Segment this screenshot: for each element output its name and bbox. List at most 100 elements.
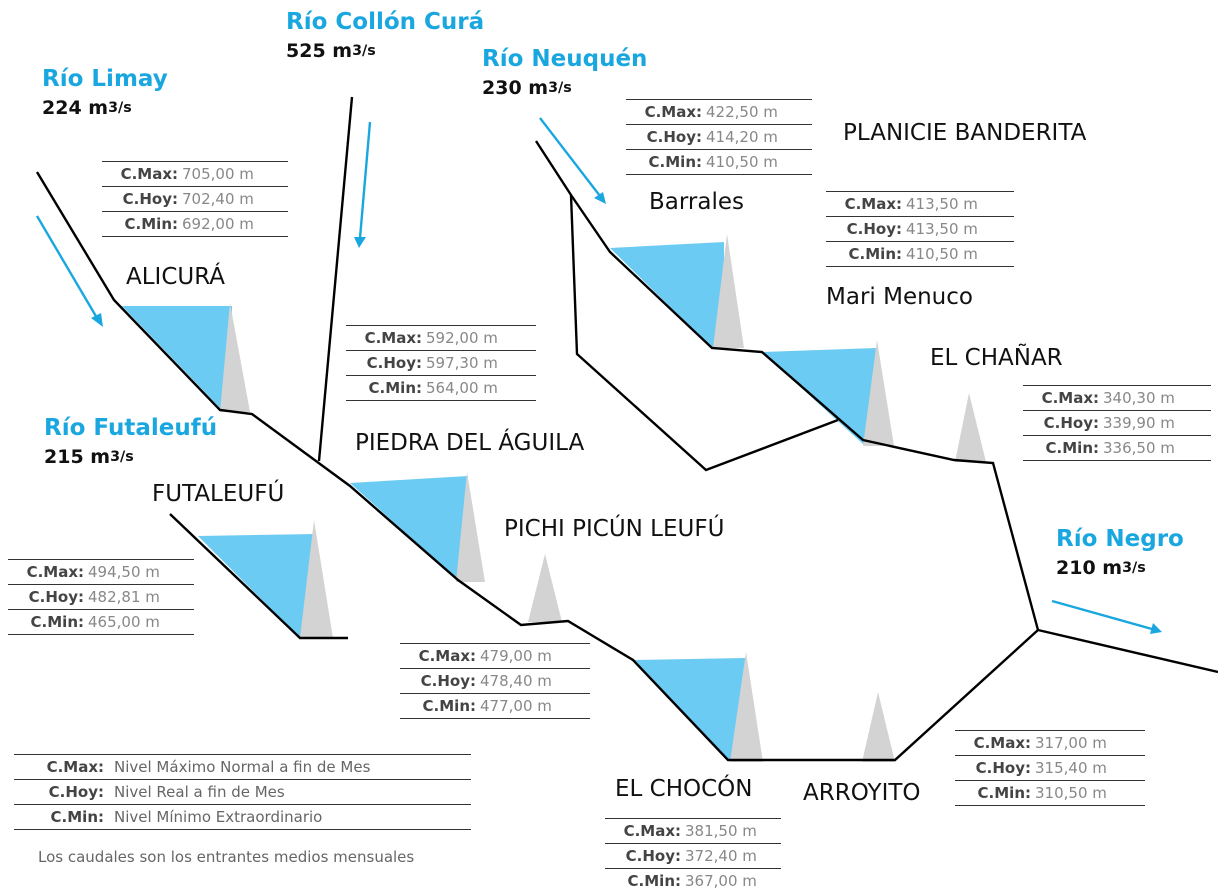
level-row-min: C.Min:410,50 m <box>826 242 1014 267</box>
level-value: 414,20 m <box>706 128 778 146</box>
barrales-reservoir <box>610 242 724 348</box>
level-row-hoy: C.Hoy:315,40 m <box>955 756 1145 781</box>
level-key: C.Min: <box>1045 439 1099 457</box>
level-key: C.Max: <box>623 822 681 840</box>
arroyito-level-table: C.Max:317,00 m C.Hoy:315,40 m C.Min:310,… <box>955 730 1145 806</box>
mari-menuco-dam-wall <box>863 340 894 446</box>
river-limay-label: Río Limay 224 m3/s <box>42 68 168 118</box>
river-lines <box>35 96 1218 762</box>
level-key: C.Hoy: <box>846 220 902 238</box>
alicura-reservoir <box>122 306 232 408</box>
level-key: C.Max: <box>418 647 476 665</box>
level-key: C.Max: <box>120 165 178 183</box>
level-row-max: C.Max:494,50 m <box>8 560 194 585</box>
mari-menuco-reservoir <box>762 348 876 444</box>
river-collon-cura-label: Río Collón Curá 525 m3/s <box>286 11 484 61</box>
level-key: C.Max: <box>844 195 902 213</box>
level-row-max: C.Max:705,00 m <box>102 162 288 187</box>
level-row-min: C.Min:367,00 m <box>605 869 781 893</box>
planicie-canal-line <box>569 194 839 472</box>
dam-mari-menuco-name: Mari Menuco <box>826 284 973 310</box>
level-row-hoy: C.Hoy:482,81 m <box>8 585 194 610</box>
level-value: 482,81 m <box>88 588 160 606</box>
pichi-dam-wall <box>528 554 562 622</box>
river-negro-flow: 210 m3/s <box>1056 557 1146 579</box>
dam-arroyito-name: ARROYITO <box>803 780 921 806</box>
level-key: C.Min: <box>124 215 178 233</box>
level-row-hoy: C.Hoy:414,20 m <box>626 125 812 150</box>
legend-key: C.Min: <box>50 808 104 826</box>
legend-desc: Nivel Mínimo Extraordinario <box>114 808 323 826</box>
river-limay-name: Río Limay <box>42 66 168 92</box>
legend-note: Los caudales son los entrantes medios me… <box>38 848 415 866</box>
level-key: C.Min: <box>30 613 84 631</box>
alicura-level-table: C.Max:705,00 m C.Hoy:702,40 m C.Min:692,… <box>102 161 288 237</box>
dam-planicie-name: PLANICIE BANDERITA <box>843 120 1087 146</box>
level-value: 478,40 m <box>480 672 552 690</box>
chocon-dam-wall <box>730 652 763 762</box>
level-key: C.Hoy: <box>625 847 681 865</box>
level-key: C.Min: <box>422 697 476 715</box>
legend-key: C.Max: <box>46 758 104 776</box>
river-neuquen-label: Río Neuquén 230 m3/s <box>482 48 647 98</box>
level-value: 315,40 m <box>1035 759 1107 777</box>
river-futaleufu-name: Río Futaleufú <box>44 415 218 441</box>
level-key: C.Min: <box>977 784 1031 802</box>
level-row-min: C.Min:564,00 m <box>346 376 536 401</box>
collon-cura-river-line <box>317 96 354 462</box>
dam-chanar-name: EL CHAÑAR <box>930 345 1063 371</box>
chocon-level-table: C.Max:381,50 m C.Hoy:372,40 m C.Min:367,… <box>605 818 781 893</box>
level-value: 592,00 m <box>426 329 498 347</box>
level-row-hoy: C.Hoy:478,40 m <box>400 669 590 694</box>
level-row-hoy: C.Hoy:339,90 m <box>1023 411 1211 436</box>
level-value: 336,50 m <box>1103 439 1175 457</box>
level-value: 340,30 m <box>1103 389 1175 407</box>
futaleufu-river-line <box>169 513 348 640</box>
dam-alicura-name: ALICURÁ <box>126 264 226 290</box>
neuquen-flow-arrow-icon <box>539 117 606 204</box>
piedra-reservoir <box>350 476 468 580</box>
level-key: C.Max: <box>26 563 84 581</box>
level-value: 702,40 m <box>182 190 254 208</box>
chocon-reservoir <box>633 658 745 760</box>
level-row-hoy: C.Hoy:702,40 m <box>102 187 288 212</box>
river-limay-flow: 224 m3/s <box>42 97 132 119</box>
level-key: C.Max: <box>973 734 1031 752</box>
level-row-min: C.Min:477,00 m <box>400 694 590 719</box>
negro-flow-arrow-icon <box>1051 599 1162 634</box>
level-value: 465,00 m <box>88 613 160 631</box>
dam-futaleufu-name: FUTALEUFÚ <box>152 481 285 507</box>
barrales-level-table: C.Max:422,50 m C.Hoy:414,20 m C.Min:410,… <box>626 99 812 175</box>
level-row-max: C.Max:340,30 m <box>1023 386 1211 411</box>
level-row-min: C.Min:465,00 m <box>8 610 194 635</box>
level-value: 564,00 m <box>426 379 498 397</box>
level-row-hoy: C.Hoy:413,50 m <box>826 217 1014 242</box>
level-row-min: C.Min:410,50 m <box>626 150 812 175</box>
level-value: 410,50 m <box>906 245 978 263</box>
river-negro-name: Río Negro <box>1056 526 1184 552</box>
legend-desc: Nivel Real a fin de Mes <box>114 783 285 801</box>
level-row-min: C.Min:336,50 m <box>1023 436 1211 461</box>
level-row-hoy: C.Hoy:372,40 m <box>605 844 781 869</box>
level-row-min: C.Min:692,00 m <box>102 212 288 237</box>
river-neuquen-name: Río Neuquén <box>482 46 648 72</box>
level-row-max: C.Max:413,50 m <box>826 192 1014 217</box>
piedra-level-table: C.Max:592,00 m C.Hoy:597,30 m C.Min:564,… <box>346 325 536 401</box>
legend-row-min: C.Min: Nivel Mínimo Extraordinario <box>14 805 471 830</box>
level-key: C.Min: <box>368 379 422 397</box>
river-futaleufu-flow: 215 m3/s <box>44 446 134 468</box>
limay-flow-arrow-icon <box>35 215 103 327</box>
dam-walls <box>220 234 986 762</box>
futaleufu-level-table: C.Max:494,50 m C.Hoy:482,81 m C.Min:465,… <box>8 559 194 635</box>
river-neuquen-flow: 230 m3/s <box>482 77 572 99</box>
level-value: 494,50 m <box>88 563 160 581</box>
legend: C.Max:Nivel Máximo Normal a fin de Mes C… <box>14 754 471 830</box>
river-collon-cura-name: Río Collón Curá <box>286 9 485 35</box>
level-value: 477,00 m <box>480 697 552 715</box>
level-value: 413,50 m <box>906 220 978 238</box>
alicura-dam-wall <box>220 303 250 412</box>
level-value: 317,00 m <box>1035 734 1107 752</box>
level-value: 479,00 m <box>480 647 552 665</box>
level-key: C.Hoy: <box>420 672 476 690</box>
